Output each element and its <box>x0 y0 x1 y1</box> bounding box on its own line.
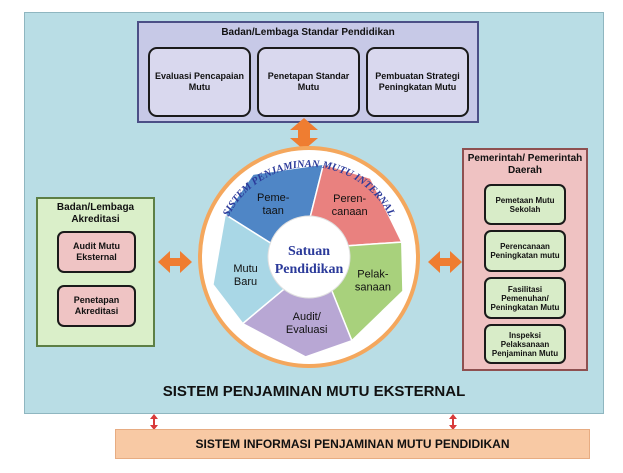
segment-label-mutu-baru-2: Baru <box>234 276 257 288</box>
sistem-penjaminan-mutu-internal-circle: SISTEM PENJAMINAN MUTU INTERNAL Peme-taa… <box>198 146 420 368</box>
segment-label-pelaksanaan-1: Pelak- <box>357 268 389 280</box>
right-info-arrow-icon <box>449 414 457 430</box>
left-double-arrow-icon <box>158 251 192 273</box>
sistem-informasi-bar: SISTEM INFORMASI PENJAMINAN MUTU PENDIDI… <box>115 429 590 459</box>
center-label-line2: Pendidikan <box>275 262 344 277</box>
segment-label-audit-evaluasi-1: Audit/ <box>293 311 322 323</box>
pemerintah-daerah-group: Pemerintah/ Pemerintah Daerah Pemetaan M… <box>462 148 588 371</box>
segment-label-perencanaan-1: Peren- <box>333 193 366 205</box>
segment-label-perencanaan-2: canaan <box>332 206 368 218</box>
sistem-penjaminan-mutu-eksternal-label: SISTEM PENJAMINAN MUTU EKSTERNAL <box>162 383 466 400</box>
segment-label-pemetaan-2: taan <box>263 205 284 217</box>
right-double-arrow-icon <box>428 251 462 273</box>
segment-label-mutu-baru-1: Mutu <box>233 263 257 275</box>
audit-mutu-eksternal-box: Audit Mutu Eksternal <box>57 231 136 273</box>
top-double-arrow-icon <box>290 118 318 150</box>
perencanaan-peningkatan-mutu-box: Perencanaan Peningkatan mutu <box>484 230 566 272</box>
fasilitasi-pemenuhan-box: Fasilitasi Pemenuhan/ Peningkatan Mutu <box>484 277 566 319</box>
segment-labels: Peme-taan Peren-canaanPelak-sanaanAudit/E… <box>233 192 391 336</box>
cycle-segments <box>212 163 404 358</box>
sistem-informasi-label: SISTEM INFORMASI PENJAMINAN MUTU PENDIDI… <box>195 437 510 451</box>
badan-akreditasi-title: Badan/Lembaga Akreditasi <box>56 202 135 225</box>
pembuatan-strategi-box: Pembuatan Strategi Peningkatan Mutu <box>366 47 469 117</box>
evaluasi-pencapaian-mutu-box: Evaluasi Pencapaian Mutu <box>148 47 251 117</box>
segment-label-pemetaan-1: Peme- <box>257 192 290 204</box>
penetapan-standar-mutu-box: Penetapan Standar Mutu <box>257 47 360 117</box>
segment-label-pelaksanaan-2: sanaan <box>355 281 391 293</box>
badan-standar-pendidikan-group: Badan/Lembaga Standar Pendidikan Evaluas… <box>137 21 479 123</box>
badan-akreditasi-group: Badan/Lembaga Akreditasi Audit Mutu Ekst… <box>36 197 155 347</box>
pemerintah-daerah-title: Pemerintah/ Pemerintah Daerah <box>467 153 583 176</box>
penetapan-akreditasi-box: Penetapan Akreditasi <box>57 285 136 327</box>
inspeksi-pelaksanaan-box: Inspeksi Pelaksanaan Penjaminan Mutu <box>484 324 566 364</box>
badan-standar-pendidikan-title: Badan/Lembaga Standar Pendidikan <box>221 27 395 38</box>
segment-label-audit-evaluasi-2: Evaluasi <box>286 324 328 336</box>
center-circle <box>267 215 351 299</box>
left-info-arrow-icon <box>150 414 158 430</box>
center-label-line1: Satuan <box>288 244 330 259</box>
pemetaan-mutu-sekolah-box: Pemetaan Mutu Sekolah <box>484 184 566 225</box>
